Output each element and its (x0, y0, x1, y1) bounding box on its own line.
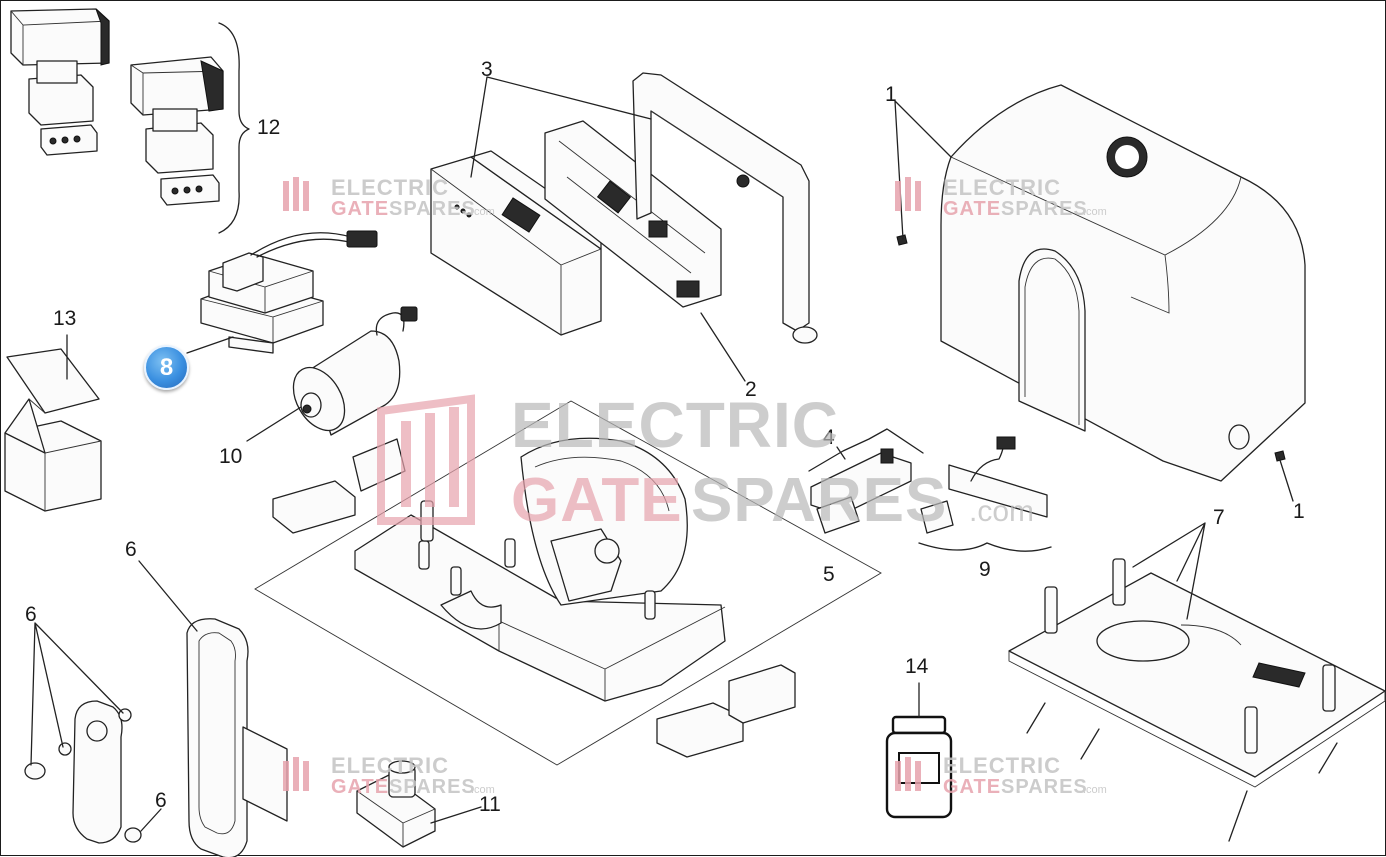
part-7-foundation-plate (1008, 558, 1386, 842)
callout-1-top: 1 (885, 83, 897, 106)
svg-text:ELECTRIC: ELECTRIC (331, 753, 449, 778)
svg-text:ELECTRIC: ELECTRIC (943, 175, 1061, 200)
svg-text:ELECTRIC: ELECTRIC (943, 753, 1061, 778)
watermark-small-top-left: ELECTRIC GATE SPARES .com (283, 175, 495, 220)
svg-text:ELECTRIC: ELECTRIC (511, 389, 839, 461)
callout-6-left: 6 (25, 603, 37, 626)
svg-text:SPARES: SPARES (1001, 776, 1088, 798)
svg-text:SPARES: SPARES (389, 198, 476, 220)
callout-6-bottom: 6 (155, 789, 167, 812)
part-6-release-items (24, 618, 288, 857)
svg-text:GATE: GATE (943, 198, 1001, 220)
leader-lines (30, 76, 1294, 832)
part-9-wiring (918, 436, 1052, 552)
callout-1-bottom: 1 (1293, 500, 1305, 523)
part-11-key (356, 760, 436, 848)
callout-6-center: 6 (125, 538, 137, 561)
svg-text:GATE: GATE (943, 776, 1001, 798)
callout-5: 5 (823, 563, 835, 586)
part-3-control-unit (430, 72, 818, 344)
svg-text:SPARES: SPARES (691, 466, 947, 535)
callout-11: 11 (479, 793, 501, 816)
part-1-cover (896, 84, 1306, 482)
callout-10: 10 (219, 445, 242, 468)
part-12-photocells (10, 8, 250, 234)
highlighted-callout-8[interactable]: 8 (144, 345, 189, 390)
part-13-box (4, 348, 102, 512)
watermark-small-top-right: ELECTRIC GATE SPARES .com (895, 175, 1107, 220)
callout-12: 12 (257, 116, 280, 139)
part-10-motor (292, 306, 418, 436)
part-5-base-assembly (254, 400, 882, 766)
callout-9: 9 (979, 558, 991, 581)
callout-3: 3 (481, 58, 493, 81)
part-4-bracket (808, 428, 924, 534)
watermark-small-bottom-left: ELECTRIC GATE SPARES .com (283, 753, 495, 798)
svg-text:.com: .com (471, 206, 495, 218)
svg-text:GATE: GATE (331, 776, 389, 798)
svg-text:.com: .com (1083, 206, 1107, 218)
callout-13: 13 (53, 307, 76, 330)
svg-text:GATE: GATE (511, 466, 683, 535)
svg-text:ELECTRIC: ELECTRIC (331, 175, 449, 200)
callout-14: 14 (905, 655, 929, 678)
svg-text:GATE: GATE (331, 198, 389, 220)
svg-text:SPARES: SPARES (389, 776, 476, 798)
svg-text:.com: .com (471, 784, 495, 796)
callout-4: 4 (823, 426, 835, 449)
watermark-large-center: ELECTRIC GATE SPARES .com (377, 389, 1034, 535)
watermark-small-bottom-right: ELECTRIC GATE SPARES .com (895, 753, 1107, 798)
callout-7: 7 (1213, 506, 1225, 529)
part-8-transformer (200, 230, 378, 354)
svg-text:.com: .com (1083, 784, 1107, 796)
callout-2: 2 (745, 378, 757, 401)
callout-labels: 3 2 1 1 4 5 7 9 6 6 6 11 12 13 10 14 (25, 58, 1305, 816)
svg-text:SPARES: SPARES (1001, 198, 1088, 220)
svg-text:.com: .com (969, 495, 1034, 528)
